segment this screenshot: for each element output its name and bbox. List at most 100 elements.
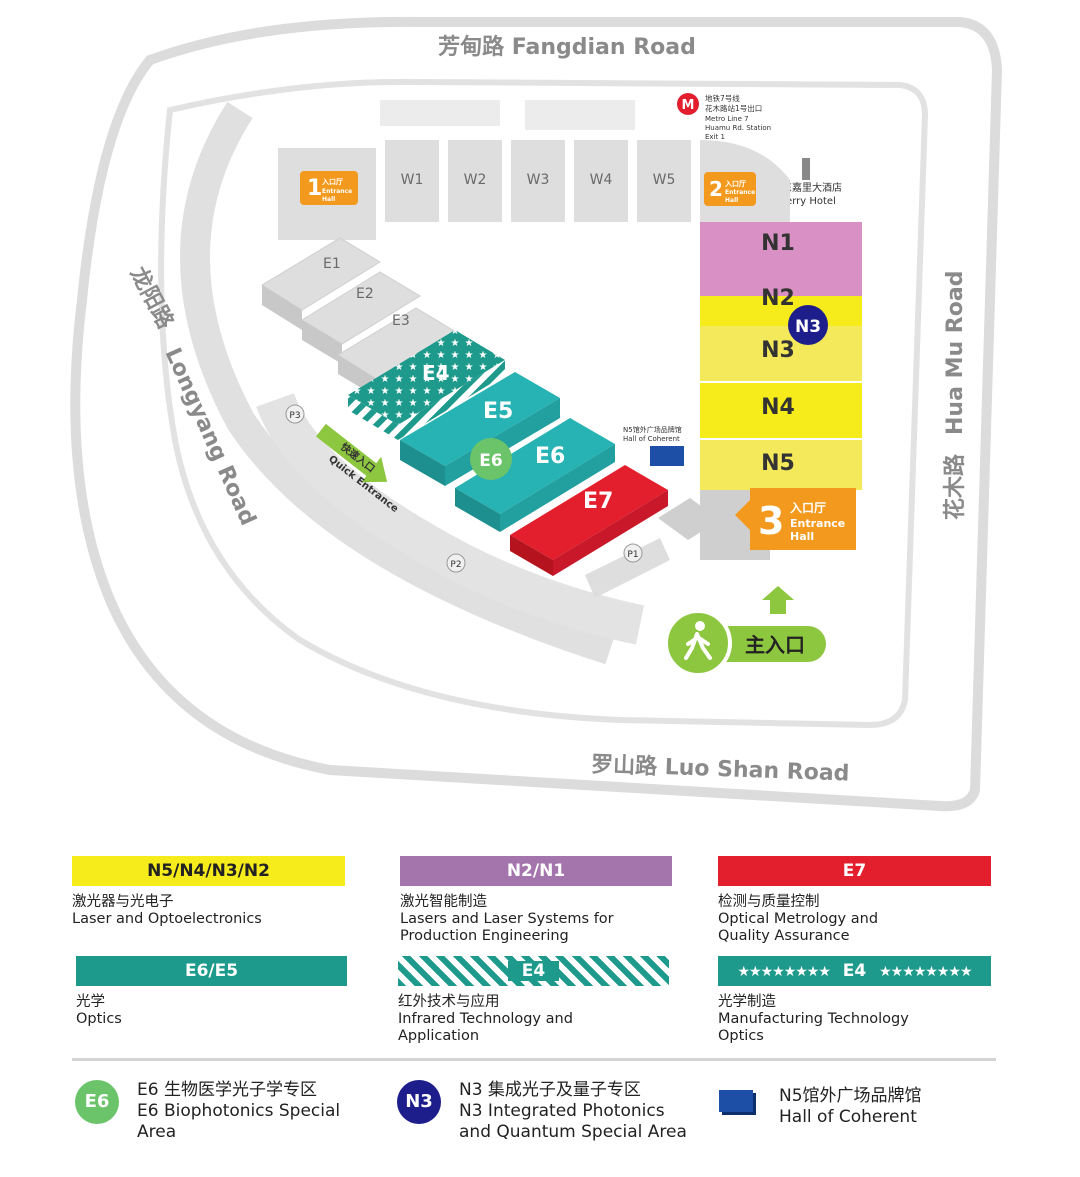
svg-text:入口厅: 入口厅 <box>724 180 746 188</box>
legend-desc: 激光器与光电子 Laser and Optoelectronics <box>72 894 262 927</box>
hotel-en: Kerry Hotel <box>780 196 836 207</box>
parking-p3: P3 <box>289 411 300 421</box>
w-halls <box>385 140 691 222</box>
key-e6-biophotonics: E6 E6 生物医学光子学专区 E6 Biophotonics Special … <box>75 1080 340 1143</box>
svg-text:Hall: Hall <box>725 197 738 204</box>
parking-p2-icon <box>446 553 466 573</box>
n3-badge[interactable] <box>788 305 828 345</box>
parking-p1: P1 <box>627 550 638 560</box>
svg-text:Hall: Hall <box>790 530 814 543</box>
hall-w5[interactable]: W5 <box>653 172 676 188</box>
hall-w2[interactable]: W2 <box>464 172 487 188</box>
legend-bar: ★★★★★★★★ E4 ★★★★★★★★ <box>718 956 991 986</box>
e6-badge[interactable] <box>470 438 512 480</box>
road-huamu-cn: 花木路 <box>942 453 968 520</box>
road-huamu-en: Hua Mu Road <box>943 271 968 435</box>
legend-desc: 红外技术与应用 Infrared Technology and Applicat… <box>398 994 573 1044</box>
hall-e5: E5 <box>483 399 513 424</box>
legend-bar: E4 <box>398 956 669 986</box>
e6-badge-icon: E6 <box>75 1080 119 1124</box>
svg-text:2: 2 <box>709 177 723 201</box>
metro-station-en: Huamu Rd. Station <box>705 124 771 132</box>
legend-bar: E6/E5 <box>76 956 347 986</box>
legend-desc: 光学 Optics <box>76 994 122 1027</box>
inner-road <box>180 101 615 665</box>
metro-line-en: Metro Line 7 <box>705 115 749 123</box>
key-coherent: N5馆外广场品牌馆 Hall of Coherent <box>719 1086 922 1128</box>
hall-e7-building[interactable] <box>510 465 668 560</box>
parking-p2: P2 <box>450 560 461 570</box>
svg-text:3: 3 <box>758 499 784 543</box>
coherent-square-icon <box>719 1090 753 1112</box>
entrance-hall-2-sign[interactable] <box>704 172 756 206</box>
venue-map: ★ 芳甸路 Fangdian Road 罗山路 Luo Shan Road 龙阳… <box>70 16 1003 812</box>
parking-p1-building <box>585 538 670 598</box>
coherent-booth[interactable] <box>650 446 684 466</box>
hall-e2[interactable]: E2 <box>356 286 374 302</box>
hall-n5-building[interactable] <box>700 440 862 490</box>
svg-text:入口厅: 入口厅 <box>790 501 826 515</box>
hall-n1-building[interactable] <box>700 222 862 276</box>
metro-icon <box>677 93 699 115</box>
svg-text:M: M <box>682 98 695 113</box>
hall-n5: N5 <box>761 451 795 476</box>
metro-line-cn: 地铁7号线 <box>705 93 740 103</box>
connector-building <box>658 498 720 540</box>
main-entrance-arrow <box>762 586 794 614</box>
parking-p3-icon <box>285 404 305 424</box>
n3-badge-icon: N3 <box>397 1080 441 1124</box>
coherent-cn: N5馆外广场品牌馆 <box>623 425 682 434</box>
key-n3-photonics: N3 N3 集成光子及量子专区 N3 Integrated Photonics … <box>397 1080 687 1143</box>
legend-e-teal: E6/E5 光学 Optics <box>76 956 347 1028</box>
legend-desc: 检测与质量控制 Optical Metrology and Quality As… <box>718 894 879 944</box>
legend-divider <box>72 1058 996 1061</box>
hall-e1[interactable]: E1 <box>323 256 341 272</box>
legend-e4-stripes: E4 红外技术与应用 Infrared Technology and Appli… <box>398 956 669 1045</box>
hall-n2-building[interactable] <box>700 296 862 326</box>
svg-text:N3: N3 <box>795 317 821 337</box>
hall-n4-building[interactable] <box>700 383 862 438</box>
parking-p1-icon <box>623 543 643 563</box>
hotel-icon <box>802 158 810 180</box>
hall-w1[interactable]: W1 <box>401 172 424 188</box>
hall-e6: E6 <box>535 444 565 469</box>
e-grey-halls <box>261 237 457 398</box>
hall-e6-building[interactable] <box>455 418 615 514</box>
svg-text:入口厅: 入口厅 <box>321 178 343 186</box>
legend-n-purple: N2/N1 激光智能制造 Lasers and Laser Systems fo… <box>400 856 672 945</box>
entrance-hall-3-sign[interactable] <box>735 488 856 550</box>
svg-text:Hall: Hall <box>322 196 335 203</box>
legend-bar: N5/N4/N3/N2 <box>72 856 345 886</box>
legend-n-yellow: N5/N4/N3/N2 激光器与光电子 Laser and Optoelectr… <box>72 856 345 928</box>
svg-text:Entrance: Entrance <box>790 517 845 530</box>
hall-w4[interactable]: W4 <box>590 172 613 188</box>
hall-e5-building[interactable] <box>400 372 560 466</box>
svg-text:Entrance: Entrance <box>322 188 352 195</box>
metro-station-cn: 花木路站1号出口 <box>705 103 762 113</box>
svg-text:1: 1 <box>307 176 322 201</box>
hall-n3-building[interactable] <box>700 326 862 381</box>
road-fangdian: 芳甸路 Fangdian Road <box>438 34 696 60</box>
legend-bar: N2/N1 <box>400 856 672 886</box>
coherent-en: Hall of Coherent <box>623 435 680 443</box>
hall-n4: N4 <box>761 395 795 420</box>
hall-e3[interactable]: E3 <box>392 313 410 329</box>
legend-desc: 激光智能制造 Lasers and Laser Systems for Prod… <box>400 894 614 944</box>
legend-desc: 光学制造 Manufacturing Technology Optics <box>718 994 909 1044</box>
hall-e4-building[interactable] <box>348 330 505 425</box>
metro-building <box>380 100 500 126</box>
entrance-hall-1-sign[interactable] <box>300 171 358 205</box>
metro-building-2 <box>525 100 635 130</box>
metro-exit: Exit 1 <box>705 133 725 141</box>
quick-entrance-arrow[interactable] <box>311 418 397 495</box>
hall-n3: N3 <box>761 338 795 363</box>
hall-w3[interactable]: W3 <box>527 172 550 188</box>
hall-e7: E7 <box>583 489 613 514</box>
main-entrance-label: 主入口 <box>745 633 805 657</box>
inner-road-2 <box>256 392 645 645</box>
hall-e4: E4 <box>422 361 450 385</box>
hall-n2: N2 <box>761 286 795 311</box>
hall-n1: N1 <box>761 231 795 256</box>
legend-e7-red: E7 检测与质量控制 Optical Metrology and Quality… <box>718 856 991 945</box>
pedestrian-icon <box>664 609 732 677</box>
